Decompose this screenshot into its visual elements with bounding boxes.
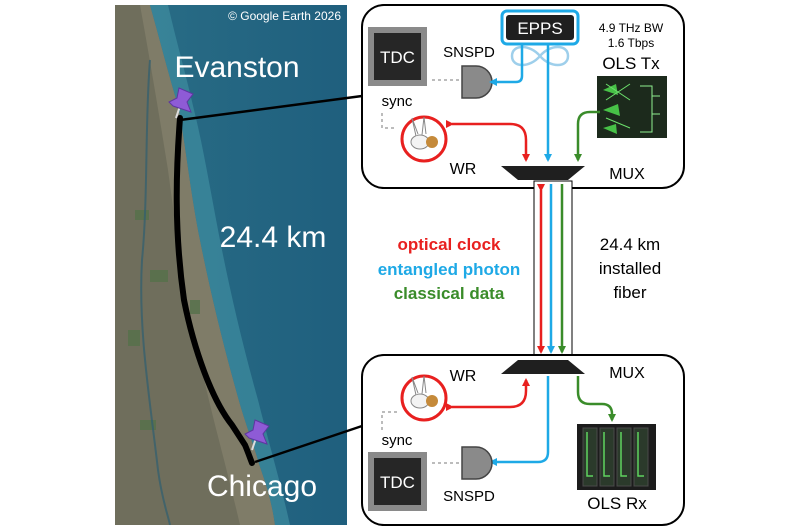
entangled-photon-path-top-to-detector — [489, 44, 524, 86]
optical-clock-path-bottom — [446, 378, 530, 411]
classical-data-path-bottom — [576, 376, 616, 422]
classical-data-path-top — [574, 110, 600, 162]
detector-icon — [461, 65, 493, 99]
sync-label-bottom: sync — [382, 432, 413, 449]
city-label-evanston: Evanston — [174, 51, 299, 84]
svg-text:TDC: TDC — [380, 48, 415, 67]
tdc-box: TDC — [368, 452, 427, 511]
ols-rate-label: 1.6 Tbps — [608, 36, 654, 50]
distance-label: 24.4 km — [220, 221, 327, 254]
fiber-label-line3: fiber — [613, 283, 646, 302]
legend-entangled-photon: entangled photon — [378, 260, 521, 279]
wr-label-top: WR — [450, 161, 477, 178]
pin-icon — [168, 87, 194, 119]
ols-rx-label: OLS Rx — [587, 494, 647, 513]
sync-link-top — [381, 113, 397, 129]
legend-classical-data: classical data — [394, 284, 505, 303]
detector-icon — [461, 446, 493, 480]
fiber-channel — [533, 180, 573, 362]
tdc-box: TDC — [368, 27, 427, 86]
legend-optical-clock: optical clock — [398, 235, 502, 254]
pin-icon — [244, 419, 270, 451]
entanglement-icon — [510, 45, 570, 67]
snspd-label-bottom: SNSPD — [443, 488, 495, 505]
white-rabbit-icon — [400, 115, 448, 163]
callout-line-bottom — [254, 424, 363, 464]
mux-top — [501, 166, 585, 180]
mux-bottom — [501, 360, 585, 374]
ols-bandwidth-label: 4.9 THz BW — [599, 21, 664, 35]
ols-tx-label: OLS Tx — [602, 54, 660, 73]
fiber-label-line1: 24.4 km — [600, 235, 660, 254]
ols-rx-module — [577, 424, 656, 490]
entangled-photon-path-bottom — [489, 376, 550, 466]
ols-tx-module — [597, 76, 667, 138]
white-rabbit-icon — [400, 374, 448, 422]
city-label-chicago: Chicago — [207, 470, 317, 503]
sync-label-top: sync — [382, 93, 413, 110]
fiber-label-line2: installed — [599, 259, 661, 278]
epps-box: EPPS — [500, 9, 580, 46]
map-credit: © Google Earth 2026 — [228, 9, 341, 23]
svg-text:EPPS: EPPS — [517, 19, 562, 38]
svg-text:TDC: TDC — [380, 473, 415, 492]
snspd-label-top: SNSPD — [443, 44, 495, 61]
optical-clock-path-top — [446, 120, 530, 162]
fiber-route — [173, 115, 255, 466]
mux-label-bottom: MUX — [609, 365, 645, 382]
sync-link-bottom — [381, 411, 397, 430]
callout-line-top — [179, 94, 363, 122]
mux-label-top: MUX — [609, 166, 645, 183]
wr-label-bottom: WR — [450, 368, 477, 385]
satellite-map — [115, 5, 347, 525]
